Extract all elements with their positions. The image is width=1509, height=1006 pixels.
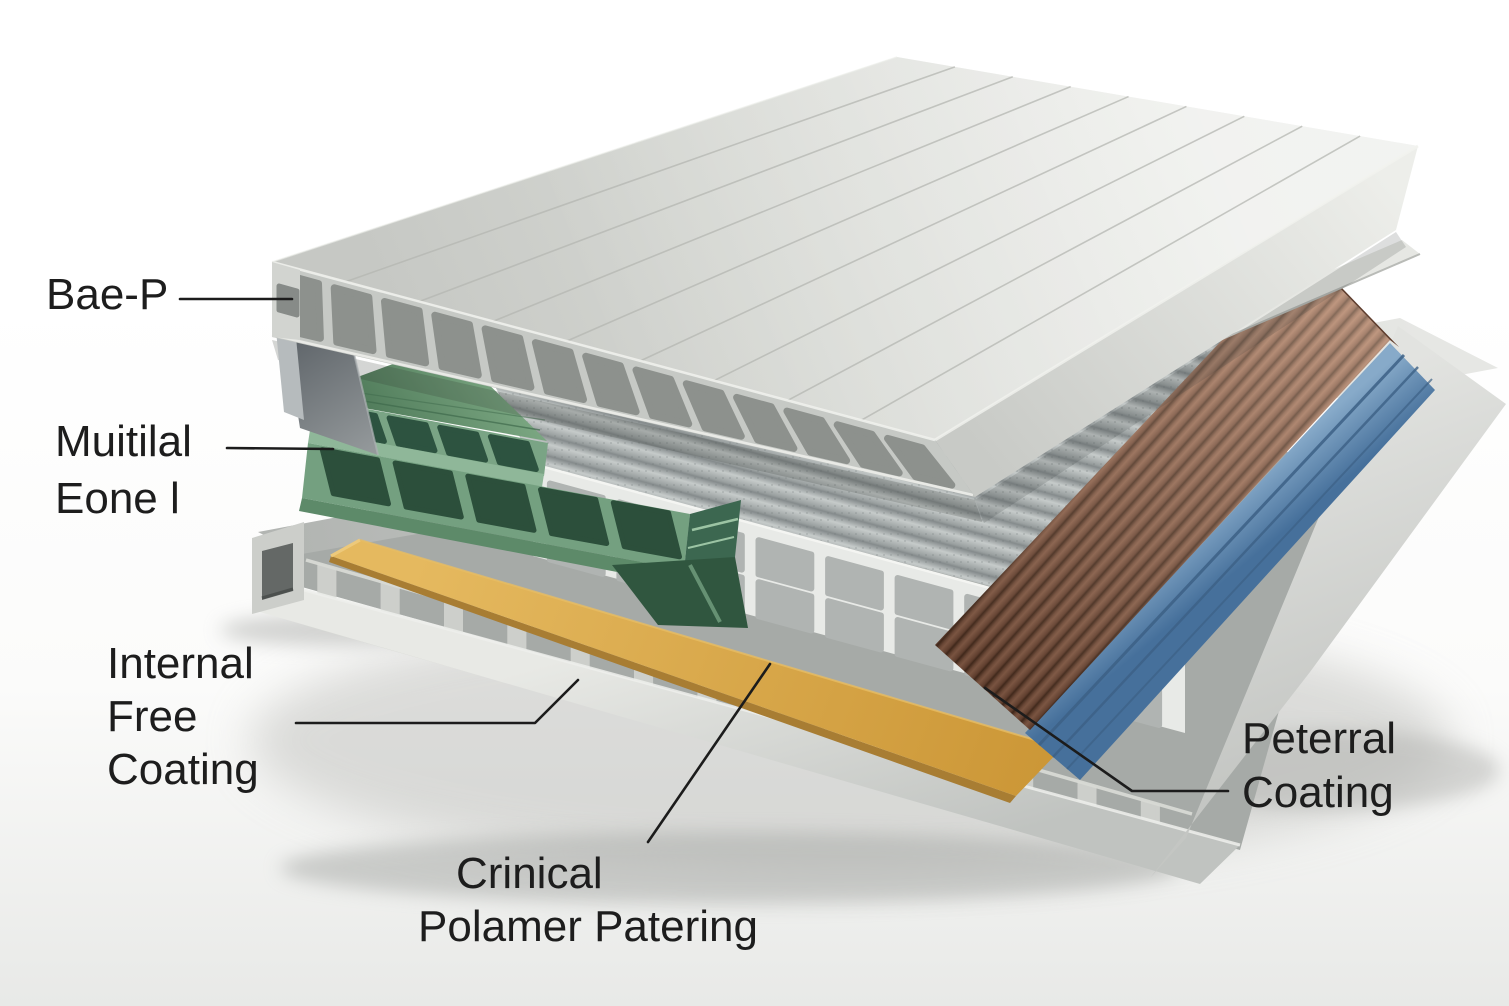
label-internal-coating: Internal Free Coating: [107, 638, 259, 796]
plank-groove: [492, 85, 1071, 323]
cell: [825, 598, 884, 653]
label-internal-line1: Internal: [107, 639, 254, 688]
label-outer-line1: Peterral: [1242, 714, 1397, 763]
cell: [330, 284, 377, 355]
label-core-line1: Muitilal: [55, 417, 192, 466]
label-outer-line2: Coating: [1242, 767, 1394, 817]
cell: [386, 415, 438, 454]
cell: [481, 325, 535, 391]
cell: [632, 366, 693, 428]
leader-polymer-pattern: [646, 662, 772, 844]
leader-internal-coating: [294, 678, 580, 725]
label-internal-line2: Free: [107, 691, 198, 741]
cell: [431, 311, 482, 379]
leader-outer-coating: [983, 686, 1230, 793]
cell: [582, 352, 640, 416]
amber-coating-sheet: [329, 538, 1063, 803]
cell: [755, 537, 815, 592]
label-polymer-line1: Crinical: [456, 849, 603, 898]
cell: [465, 473, 537, 533]
cell: [825, 556, 884, 611]
cell: [894, 575, 954, 630]
cell: [733, 393, 798, 452]
plank-groove: [419, 76, 1014, 303]
cell: [531, 339, 587, 403]
leader-lines: [178, 297, 1230, 844]
leader-core: [225, 446, 335, 451]
top-cover-panel: [271, 56, 1419, 497]
label-base-panel: Bae-P: [46, 268, 168, 322]
cell: [755, 579, 815, 634]
plank-groove: [860, 135, 1361, 421]
label-core: Muitilal Eone l: [55, 413, 192, 527]
label-polymer-pattern: Crinical Polamer Patering: [418, 848, 758, 954]
label-base-panel-text: Bae-P: [46, 270, 169, 319]
plank-groove: [713, 115, 1245, 382]
cell: [833, 421, 903, 477]
cell: [319, 447, 391, 507]
cell: [894, 617, 954, 672]
label-internal-line3: Coating: [107, 744, 259, 794]
cell: [538, 487, 610, 546]
plank-groove: [639, 105, 1187, 362]
cell: [392, 460, 464, 520]
green-core-cells-lower: [319, 447, 682, 560]
cell: [487, 434, 539, 472]
blue-membrane-layer: [1025, 343, 1435, 780]
cell: [682, 380, 745, 440]
label-outer-coating: Peterral Coating: [1242, 712, 1396, 819]
top-panel-plank-grooves: [345, 66, 1361, 421]
cell: [437, 424, 489, 463]
top-panel-cells: [280, 270, 956, 489]
cell: [783, 407, 851, 465]
top-panel-shadow: [272, 232, 1406, 523]
cell: [381, 298, 430, 367]
cell: [610, 500, 682, 560]
cell: [884, 434, 956, 489]
plank-groove: [345, 66, 956, 283]
label-polymer-line2: Polamer Patering: [418, 901, 758, 951]
plank-groove: [566, 95, 1129, 342]
plank-groove: [787, 125, 1303, 402]
label-core-line2: Eone l: [55, 474, 180, 524]
